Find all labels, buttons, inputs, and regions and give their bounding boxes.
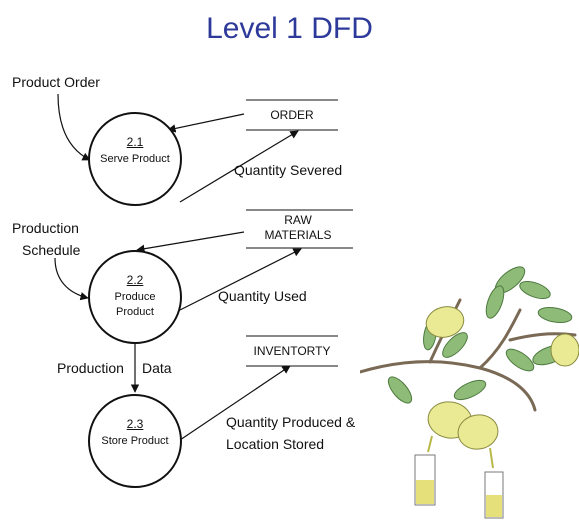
- flow-label-production-schedule-2: Schedule: [22, 242, 81, 258]
- store-inventory: INVENTORTY: [253, 344, 331, 358]
- flow-label-quantity-severed: Quantity Severed: [234, 162, 343, 178]
- process-number: 2.3: [126, 417, 144, 431]
- flow-quantity-produced: [179, 365, 291, 441]
- process-2-2: 2.2 Produce Product: [88, 250, 182, 344]
- flow-quantity-severed: [179, 130, 299, 203]
- process-number: 2.2: [126, 273, 144, 287]
- leaves: [387, 266, 573, 404]
- flow-label-quantity-produced-1: Quantity Produced &: [226, 414, 356, 430]
- juice-glasses: [414, 435, 504, 519]
- lemon-tree-illustration: [360, 266, 579, 519]
- store-raw-materials-lines: [246, 209, 353, 249]
- flow-label-quantity-produced-2: Location Stored: [226, 436, 325, 452]
- diagram-title: Level 1 DFD: [206, 12, 373, 45]
- process-number: 2.1: [126, 135, 144, 149]
- store-raw-materials: RAW MATERIALS: [264, 213, 332, 242]
- flow-raw-to-produce: [136, 231, 245, 253]
- process-2-1: 2.1 Serve Product: [88, 112, 182, 206]
- store-order: ORDER: [270, 108, 314, 122]
- flow-quantity-used: [179, 248, 302, 311]
- flow-order-to-serve: [167, 113, 245, 133]
- flow-label-quantity-used: Quantity Used: [218, 288, 307, 304]
- process-2-3: 2.3 Store Product: [88, 394, 182, 488]
- process-name: Serve Product: [100, 153, 170, 165]
- lemons: [425, 306, 579, 450]
- store-order-lines: [246, 99, 338, 131]
- process-name: Store Product: [101, 435, 169, 447]
- flow-product-order: [57, 93, 91, 161]
- flow-label-production-schedule-1: Production: [12, 220, 79, 236]
- flow-label-production-data-1: Production: [57, 360, 124, 376]
- process-name: Produce Product: [114, 291, 156, 318]
- flow-production-schedule: [54, 257, 89, 301]
- flow-label-product-order: Product Order: [12, 74, 100, 90]
- flow-label-production-data-2: Data: [142, 360, 172, 376]
- store-inventory-lines: [246, 335, 338, 367]
